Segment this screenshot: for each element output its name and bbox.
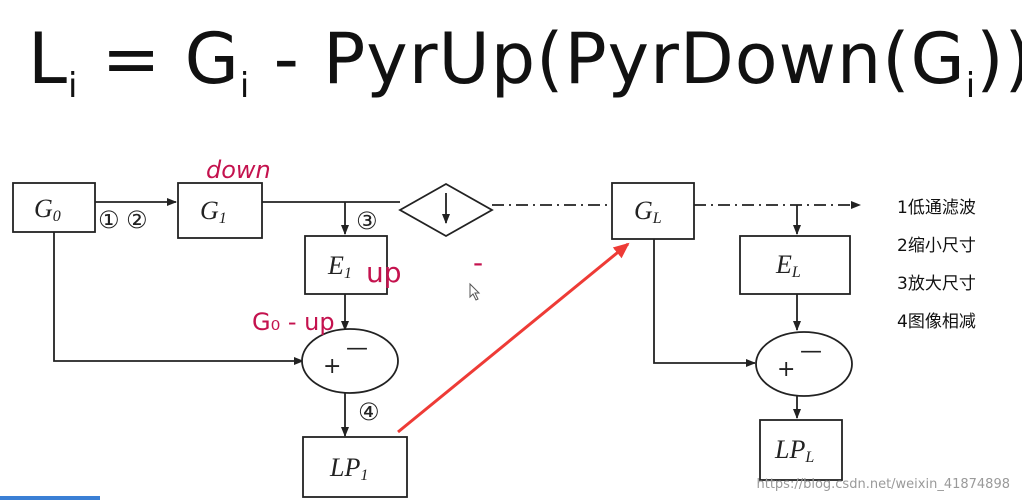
step-item: 1低通滤波 [897,198,976,218]
annotation-up: up [366,256,402,289]
marker-4: ④ [358,398,380,426]
node-lp1: LP1 [302,436,408,498]
svg-text:—: — [800,339,822,364]
svg-text:G0: G0 [34,194,61,225]
node-g0: G0 [12,182,96,233]
subtract-node-l: + — [755,331,853,397]
marker-2: ② [126,206,148,234]
node-lpl: LPL [759,419,843,481]
svg-text:E1: E1 [327,251,352,282]
marker-3: ③ [356,207,378,235]
subtract-node-1: + — [301,328,399,394]
watermark: https://blog.csdn.net/weixin_41874898 [756,477,1010,492]
edge-g0-sub [53,232,304,365]
red-arrow [397,242,630,434]
svg-text:+: + [323,354,341,379]
node-g1: G1 [177,182,263,239]
svg-text:—: — [346,336,368,361]
svg-text:LP1: LP1 [329,453,368,484]
svg-text:+: + [777,357,795,382]
svg-text:G1: G1 [200,196,227,227]
marker-1: ① [98,206,120,234]
annotation-dash: - [473,246,483,279]
cursor-icon [469,282,481,301]
step-list: 1低通滤波 2缩小尺寸 3放大尺寸 4图像相减 [897,196,976,348]
step-item: 3放大尺寸 [897,274,976,294]
node-el: EL [739,235,851,295]
svg-text:EL: EL [775,250,801,281]
annotation-down: down [206,156,271,184]
svg-text:LPL: LPL [774,435,814,466]
svg-text:GL: GL [634,196,662,227]
formula: Li = Gi - PyrUp(PyrDown(Gi)) [28,18,1022,106]
step-item: 2缩小尺寸 [897,236,976,256]
annotation-diff: G₀ - up [252,308,335,336]
progress-bar [0,496,100,500]
node-gl: GL [611,182,695,240]
edge-gl-sub [653,236,756,367]
step-item: 4图像相减 [897,312,976,332]
node-e1: E1 [304,235,388,295]
